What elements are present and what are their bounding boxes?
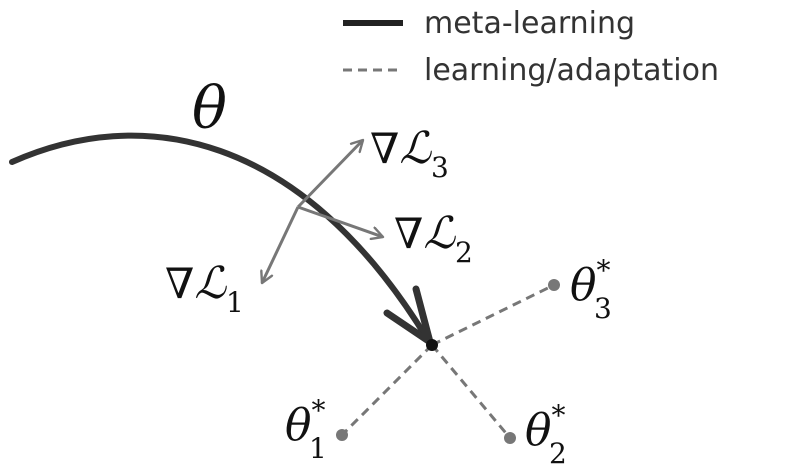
- legend-adaptation-label: learning/adaptation: [424, 53, 719, 88]
- optimum-sub-1: 1: [309, 432, 327, 465]
- legend: meta-learning learning/adaptation: [343, 6, 719, 88]
- meta-learning-arrowhead: [383, 285, 434, 346]
- adaptation-lines: [340, 283, 555, 439]
- gradient-arrow-3: [296, 140, 363, 209]
- optimum-point-2: [504, 432, 516, 444]
- optimum-point-1: [336, 429, 348, 441]
- optimum-label-1: θ*: [285, 394, 326, 451]
- theta-label: θ: [192, 74, 227, 142]
- gradient-arrows: [262, 140, 383, 283]
- adaptation-line-2: [430, 344, 512, 439]
- gradient-label-1: ∇ℒ1: [165, 258, 244, 319]
- meta-learning-path: [9, 132, 431, 343]
- adaptation-line-3: [431, 283, 555, 347]
- gradient-label-3: ∇ℒ3: [370, 123, 449, 184]
- gradient-arrow-1: [262, 206, 300, 283]
- optimum-label-2: θ*: [525, 399, 566, 456]
- adaptation-line-1: [340, 343, 434, 437]
- gradient-label-2: ∇ℒ2: [394, 208, 473, 269]
- optimum-label-3: θ*: [570, 254, 611, 311]
- legend-meta-learning-label: meta-learning: [424, 6, 635, 41]
- meta-parameter-point: [426, 339, 438, 351]
- optimum-point-3: [548, 279, 560, 291]
- optimum-sub-3: 3: [594, 292, 612, 325]
- optimum-sub-2: 2: [549, 437, 567, 470]
- gradient-arrow-2: [297, 205, 383, 237]
